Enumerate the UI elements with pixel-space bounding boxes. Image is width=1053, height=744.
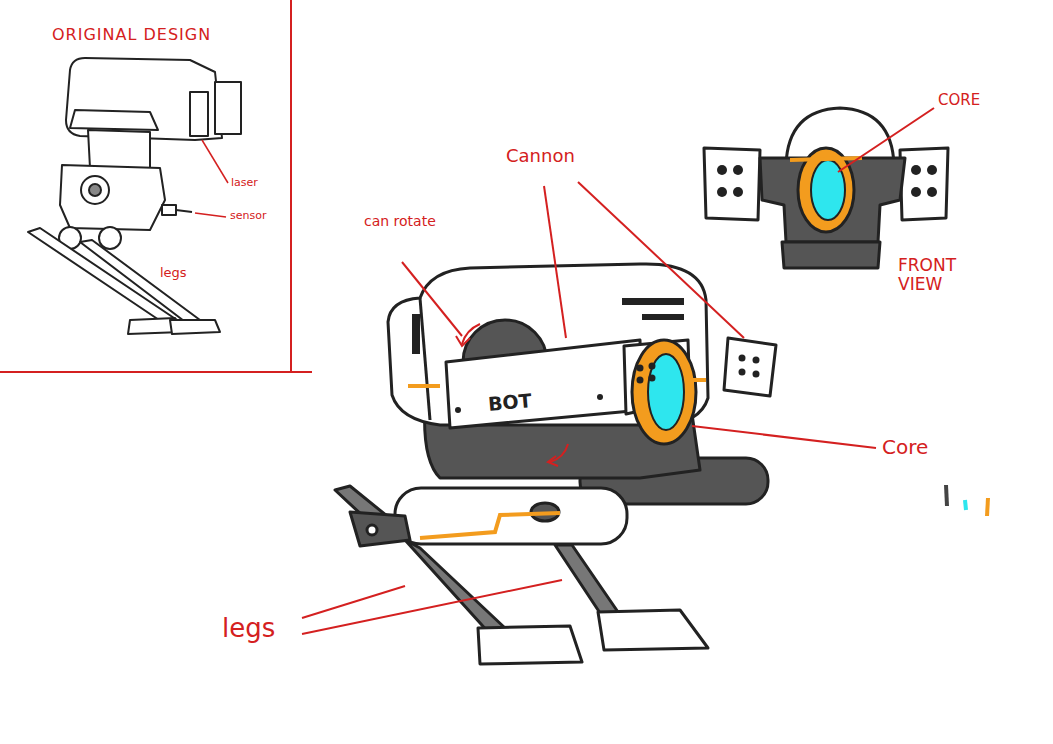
original-foot xyxy=(170,320,220,334)
panel-edge xyxy=(420,298,430,420)
hip-block xyxy=(350,512,410,546)
panel-heading: ORIGINAL DESIGN xyxy=(52,26,211,44)
rotate-arrow xyxy=(462,324,480,344)
original-body xyxy=(66,58,222,140)
dot xyxy=(649,375,656,382)
leader-line xyxy=(402,262,462,336)
dot xyxy=(753,371,760,378)
core-crystal xyxy=(648,354,684,430)
foot xyxy=(478,626,582,664)
original-plate xyxy=(70,110,158,130)
rotate-arrow xyxy=(548,456,558,466)
part-label: Cannon xyxy=(506,146,575,166)
side-panel xyxy=(900,148,948,220)
original-laser xyxy=(190,92,208,136)
rotate-arrow xyxy=(456,336,470,346)
dot xyxy=(637,365,644,372)
foot xyxy=(598,610,708,650)
color-swatch xyxy=(946,485,947,506)
stripe xyxy=(420,513,560,538)
logo-text: BOT xyxy=(487,390,532,415)
front-view xyxy=(704,108,948,268)
original-laser xyxy=(215,82,241,134)
stripe xyxy=(690,378,706,382)
front-base xyxy=(782,242,880,268)
leader-line xyxy=(195,213,226,217)
part-label: can rotate xyxy=(364,214,436,229)
cannon-body xyxy=(446,340,642,428)
dot xyxy=(911,187,921,197)
leader-line xyxy=(302,586,405,618)
frame-line xyxy=(290,0,292,372)
leader-line xyxy=(302,580,562,634)
original-leg xyxy=(28,228,180,326)
core-crystal xyxy=(811,160,845,220)
dot xyxy=(733,187,743,197)
part-label: sensor xyxy=(230,210,266,222)
leader-line xyxy=(202,140,228,183)
original-joint xyxy=(89,184,101,196)
color-swatch xyxy=(965,500,966,510)
part-label: Core xyxy=(882,436,928,458)
leader-line xyxy=(838,108,934,172)
leader-line xyxy=(578,182,744,338)
frame-line xyxy=(0,371,312,373)
dot xyxy=(733,165,743,175)
leader-line xyxy=(692,426,876,448)
dot xyxy=(649,363,656,370)
original-neck xyxy=(88,130,150,170)
core-ring xyxy=(632,340,696,444)
front-dots xyxy=(717,165,937,197)
original-sensor xyxy=(162,205,176,215)
original-torso xyxy=(60,165,165,230)
view-label: FRONT VIEW xyxy=(898,256,972,293)
dot xyxy=(739,355,746,362)
leader-line xyxy=(544,186,566,338)
part-label: CORE xyxy=(938,92,980,109)
dot xyxy=(927,165,937,175)
stripe xyxy=(408,384,440,388)
original-sensor-wire xyxy=(176,210,192,212)
side-panel xyxy=(724,338,776,396)
vent-details xyxy=(412,298,760,413)
part-label: laser xyxy=(231,177,258,189)
vent xyxy=(412,314,420,354)
part-label: legs xyxy=(160,266,187,280)
leaders xyxy=(302,108,934,634)
dot xyxy=(597,394,603,400)
dot xyxy=(637,377,644,384)
original-joint xyxy=(81,176,109,204)
dot xyxy=(911,165,921,175)
leg xyxy=(555,545,618,616)
bolt xyxy=(367,525,377,535)
orange-stripes xyxy=(408,380,706,538)
original-hip xyxy=(99,227,121,249)
vent xyxy=(622,298,684,305)
part-label: legs xyxy=(222,614,275,643)
color-swatch xyxy=(987,498,988,516)
dot xyxy=(927,187,937,197)
leg xyxy=(405,540,505,634)
dot xyxy=(739,369,746,376)
main-robot xyxy=(335,264,776,664)
side-panel xyxy=(704,148,760,220)
original-robot xyxy=(28,58,241,334)
stripe xyxy=(790,158,862,160)
dot xyxy=(753,357,760,364)
vent xyxy=(642,314,684,320)
leg-base xyxy=(395,488,627,544)
dot xyxy=(717,165,727,175)
original-leg xyxy=(80,240,200,324)
dot xyxy=(455,407,461,413)
dot xyxy=(717,187,727,197)
